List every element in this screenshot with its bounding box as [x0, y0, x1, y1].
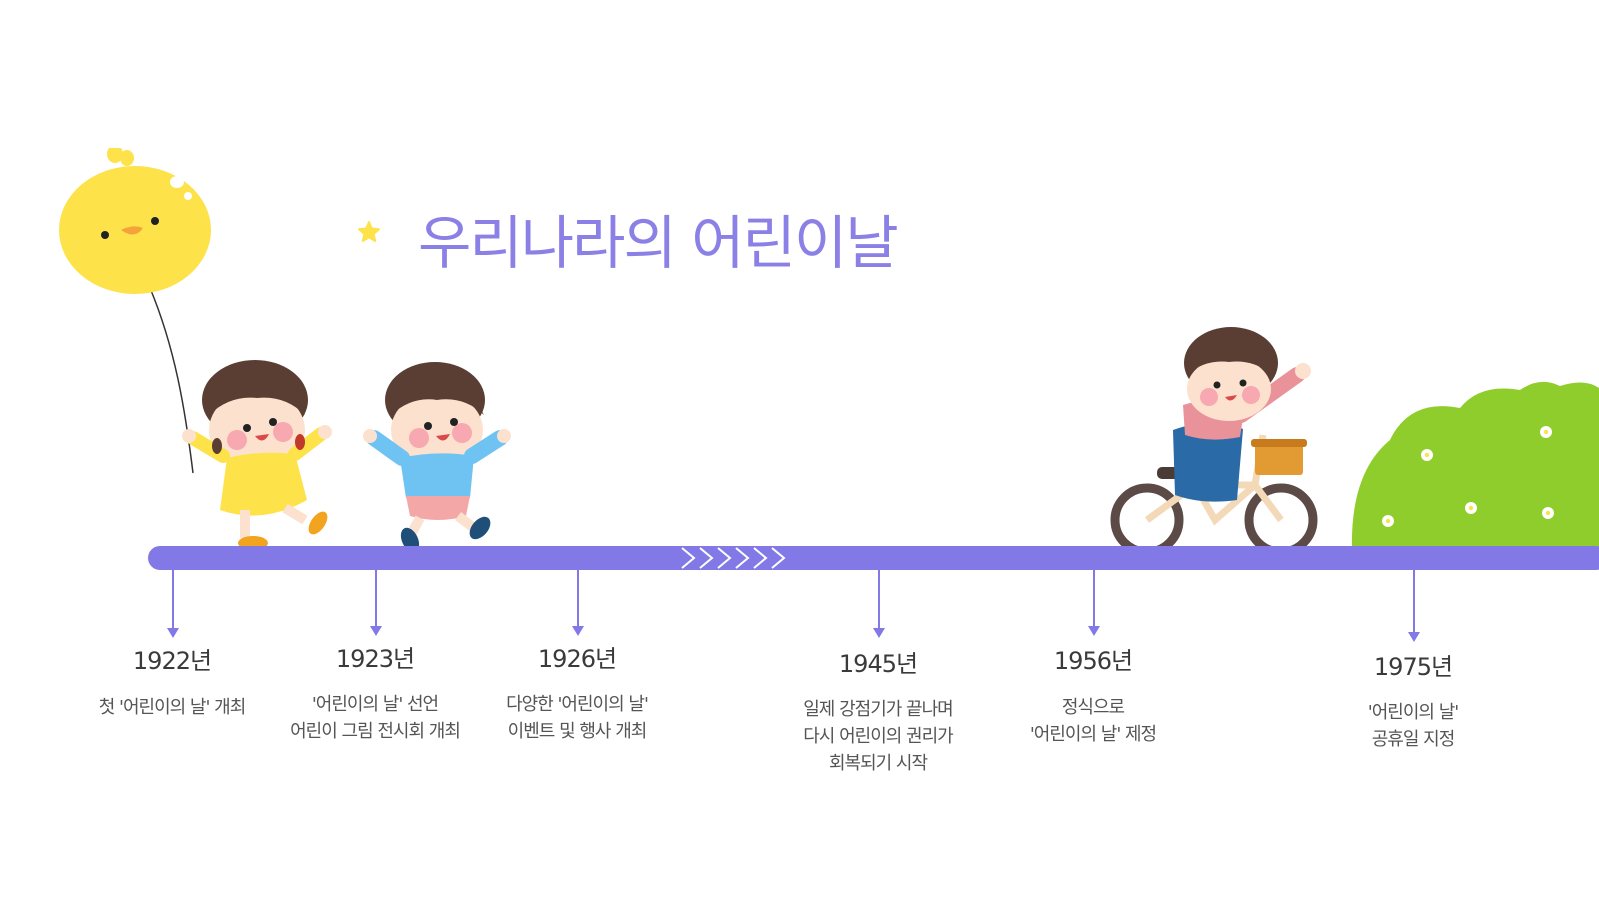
boy-on-bicycle-icon — [1110, 327, 1318, 557]
description-line: 다양한 '어린이의 날' — [506, 694, 649, 715]
description-line: '어린이의 날' 제정 — [1029, 724, 1157, 745]
arrow-down-icon — [1088, 570, 1100, 636]
timeline-description: '어린이의 날' 선언 어린이 그림 전시회 개최 — [260, 691, 490, 745]
description-line: 다시 어린이의 권리가 — [803, 726, 953, 747]
timeline-description: 일제 강점기가 끝나며 다시 어린이의 권리가 회복되기 시작 — [763, 696, 993, 777]
arrow-down-icon — [167, 570, 179, 638]
flower-bush-icon — [1351, 381, 1599, 550]
timeline-year: 1945년 — [838, 650, 918, 678]
description-line: 정식으로 — [1061, 697, 1125, 718]
description-line: 일제 강점기가 끝나며 — [803, 699, 953, 720]
girl-jumping-icon — [182, 360, 332, 550]
timeline-description: '어린이의 날' 공휴일 지정 — [1298, 699, 1528, 753]
timeline-description: 다양한 '어린이의 날' 이벤트 및 행사 개최 — [462, 691, 692, 745]
arrow-down-icon — [572, 570, 584, 636]
arrow-down-icon — [873, 570, 885, 638]
arrow-down-icon — [370, 570, 382, 636]
timeline-year: 1975년 — [1373, 653, 1453, 681]
description-line: '어린이의 날' — [1367, 702, 1459, 723]
timeline-year: 1922년 — [132, 647, 212, 675]
star-icon — [358, 221, 380, 242]
timeline-year: 1923년 — [335, 645, 415, 673]
timeline-description: 정식으로 '어린이의 날' 제정 — [978, 694, 1208, 748]
description-line: 첫 '어린이의 날' 개최 — [98, 697, 247, 718]
timeline-year: 1926년 — [537, 645, 617, 673]
boy-jumping-icon — [363, 362, 511, 553]
page-title: 우리나라의 어린이날 — [418, 209, 899, 277]
timeline-description: 첫 '어린이의 날' 개최 — [57, 694, 287, 721]
chick-balloon-icon — [59, 148, 211, 474]
description-line: 회복되기 시작 — [828, 753, 928, 774]
chevron-right-icon — [681, 547, 786, 569]
description-line: '어린이의 날' 선언 — [311, 694, 439, 715]
description-line: 이벤트 및 행사 개최 — [507, 721, 648, 742]
timeline-bar — [148, 546, 1599, 570]
description-line: 어린이 그림 전시회 개최 — [290, 721, 461, 742]
timeline-year: 1956년 — [1053, 647, 1133, 675]
arrow-down-icon — [1408, 570, 1420, 642]
description-line: 공휴일 지정 — [1371, 729, 1456, 750]
